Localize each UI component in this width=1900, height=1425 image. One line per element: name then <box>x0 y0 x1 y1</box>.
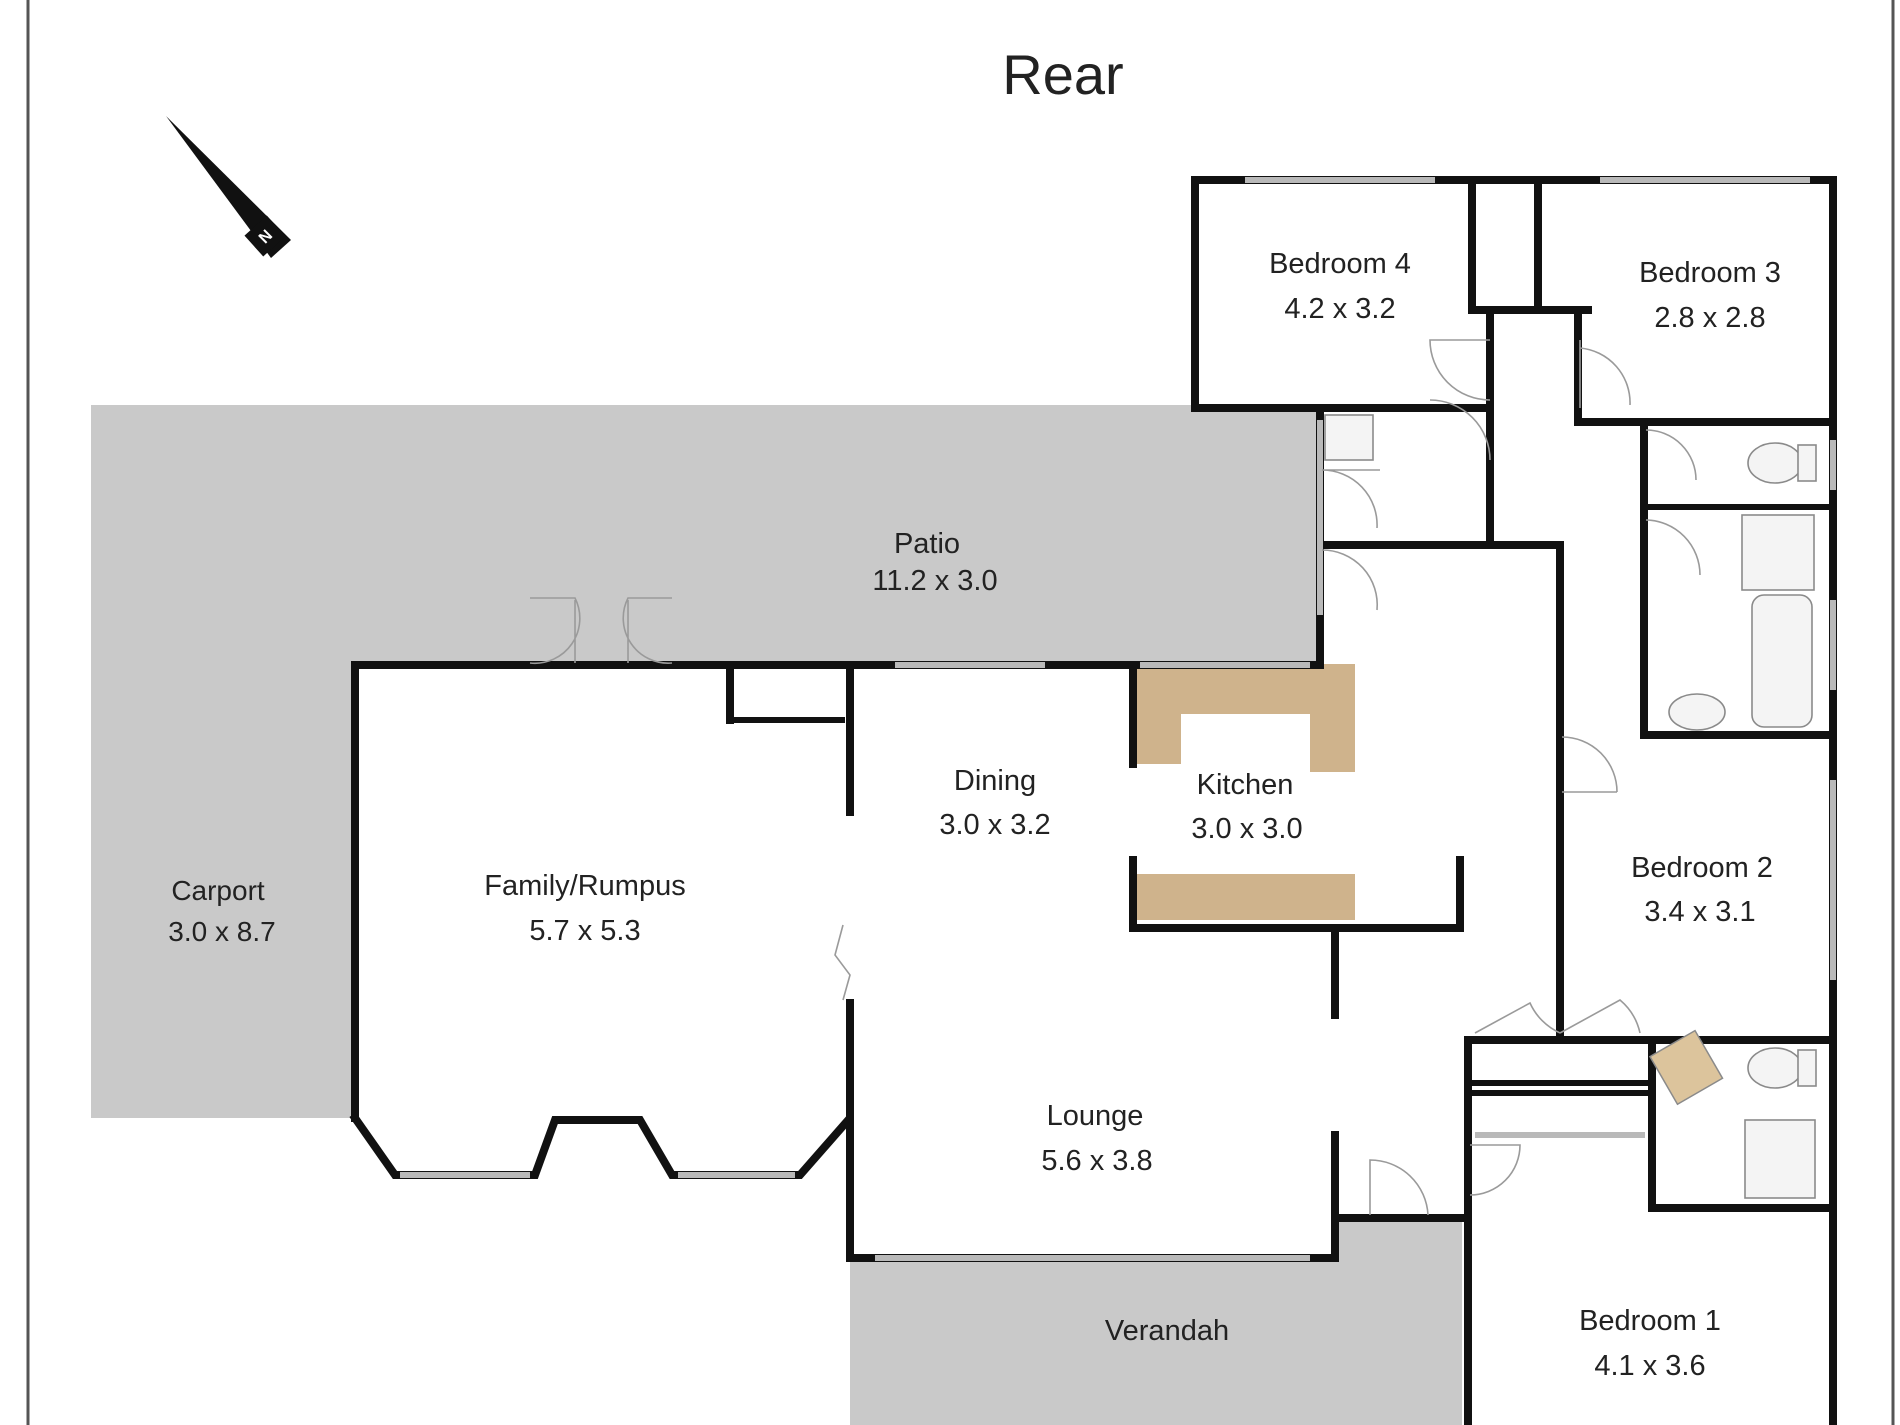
toilet-icon <box>1747 1047 1803 1089</box>
kitchen-dims: 3.0 x 3.0 <box>1191 813 1302 845</box>
patio-name: Patio <box>894 528 960 560</box>
verandah-step <box>1335 1218 1462 1425</box>
lounge-name: Lounge <box>1047 1100 1144 1132</box>
family-name: Family/Rumpus <box>484 870 685 902</box>
patio-dims: 11.2 x 3.0 <box>872 565 997 597</box>
carport-name: Carport <box>171 875 265 906</box>
verandah-name: Verandah <box>1105 1315 1229 1347</box>
north-arrow-icon: N <box>166 116 291 258</box>
bedroom4-dims: 4.2 x 3.2 <box>1284 293 1395 325</box>
bedroom2-name: Bedroom 2 <box>1631 852 1773 884</box>
bath-icon <box>1751 594 1813 728</box>
kitchen-benchtop-lower <box>1133 874 1355 920</box>
patio-carport-area <box>91 405 1320 1118</box>
bedroom4-name: Bedroom 4 <box>1269 248 1411 280</box>
kitchen-benchtop-upper <box>1133 664 1355 772</box>
orientation-label: Rear <box>1002 43 1123 106</box>
bedroom3-name: Bedroom 3 <box>1639 257 1781 289</box>
bedroom1-name: Bedroom 1 <box>1579 1305 1721 1337</box>
toilet-icon <box>1747 442 1803 484</box>
bedroom3-dims: 2.8 x 2.8 <box>1654 302 1765 334</box>
labels: Rear Bedroom 4 4.2 x 3.2 Bedroom 3 2.8 x… <box>168 43 1781 1382</box>
basin-icon <box>1668 693 1726 731</box>
kitchen-name: Kitchen <box>1197 769 1294 801</box>
bedroom2-dims: 3.4 x 3.1 <box>1644 896 1755 928</box>
vanity-icon <box>1648 1029 1724 1106</box>
walls <box>349 176 1837 1425</box>
doors <box>529 339 1701 1216</box>
lounge-dims: 5.6 x 3.8 <box>1041 1145 1152 1177</box>
bathroom-fixtures <box>1324 414 1817 1199</box>
shower-icon <box>1744 1119 1816 1199</box>
dining-dims: 3.0 x 3.2 <box>939 809 1050 841</box>
family-dims: 5.7 x 5.3 <box>529 915 640 947</box>
shower-icon <box>1741 514 1815 591</box>
carport-dims: 3.0 x 8.7 <box>168 916 275 947</box>
windows <box>400 177 1836 1261</box>
bedroom1-dims: 4.1 x 3.6 <box>1594 1350 1705 1382</box>
vanity-icon <box>1324 414 1374 461</box>
dining-name: Dining <box>954 765 1036 797</box>
